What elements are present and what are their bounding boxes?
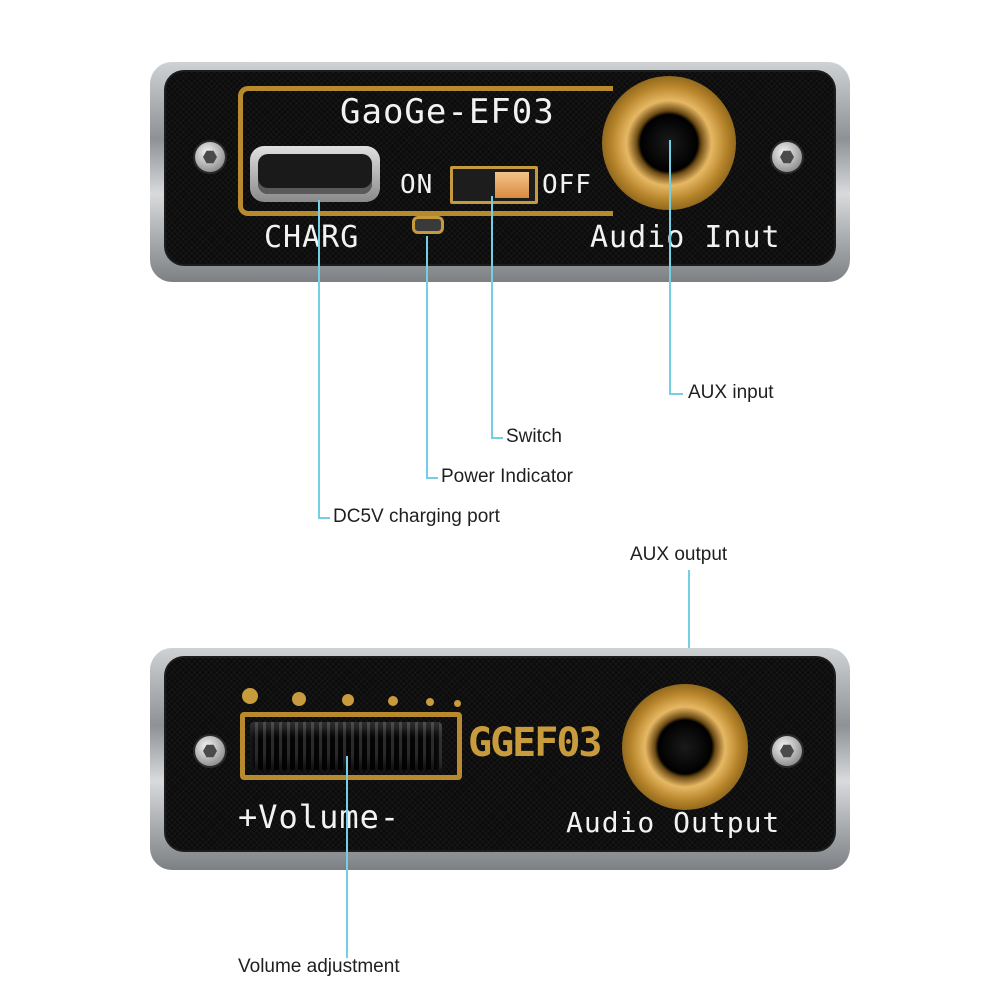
volume-label: +Volume- <box>238 798 401 836</box>
aux-output-jack-icon <box>622 684 748 810</box>
audio-input-label: Audio Inut <box>590 220 781 255</box>
on-label: ON <box>400 170 434 200</box>
switch-label: Switch <box>506 426 562 447</box>
charg-label: CHARG <box>264 220 360 255</box>
power-indicator-label: Power Indicator <box>441 466 574 487</box>
top-model-text: GaoGe-EF03 <box>340 92 555 132</box>
switch-knob-icon <box>495 172 529 198</box>
aux-input-line-h <box>669 393 683 395</box>
power-led-icon <box>412 216 444 234</box>
power-switch <box>450 166 538 204</box>
volume-adjustment-line-v <box>346 756 348 958</box>
top-gold-trim <box>238 86 613 216</box>
volume-dot-2-icon <box>292 692 306 706</box>
volume-wheel-frame <box>240 712 462 780</box>
volume-dot-4-icon <box>388 696 398 706</box>
audio-output-label: Audio Output <box>566 806 781 839</box>
charging-port-label: DC5V charging port <box>333 506 500 527</box>
bottom-left-screw-icon <box>195 736 225 766</box>
switch-line-h <box>491 437 503 439</box>
volume-dot-3-icon <box>342 694 354 706</box>
device-top: GaoGe-EF03 ON OFF CHARG Audio Inut <box>150 62 850 282</box>
power-indicator-line-v <box>426 236 428 478</box>
volume-dot-6-icon <box>454 700 461 707</box>
charging-port-line-h <box>318 517 330 519</box>
bottom-right-screw-icon <box>772 736 802 766</box>
bottom-model-text: GGEF03 <box>468 720 602 766</box>
micro-usb-port-icon <box>250 146 380 202</box>
off-label: OFF <box>542 170 592 200</box>
volume-dot-1-icon <box>242 688 258 704</box>
switch-line-v <box>491 196 493 438</box>
aux-input-label: AUX input <box>688 382 774 403</box>
volume-adjustment-label: Volume adjustment <box>238 956 400 977</box>
power-indicator-line-h <box>426 477 438 479</box>
device-bottom: GGEF03 +Volume- Audio Output <box>150 648 850 870</box>
aux-output-line-v <box>688 570 690 718</box>
aux-input-line-v <box>669 140 671 394</box>
aux-output-label: AUX output <box>630 544 728 565</box>
top-right-screw-icon <box>772 142 802 172</box>
charging-port-line-v <box>318 200 320 518</box>
top-left-screw-icon <box>195 142 225 172</box>
volume-dot-5-icon <box>426 698 434 706</box>
